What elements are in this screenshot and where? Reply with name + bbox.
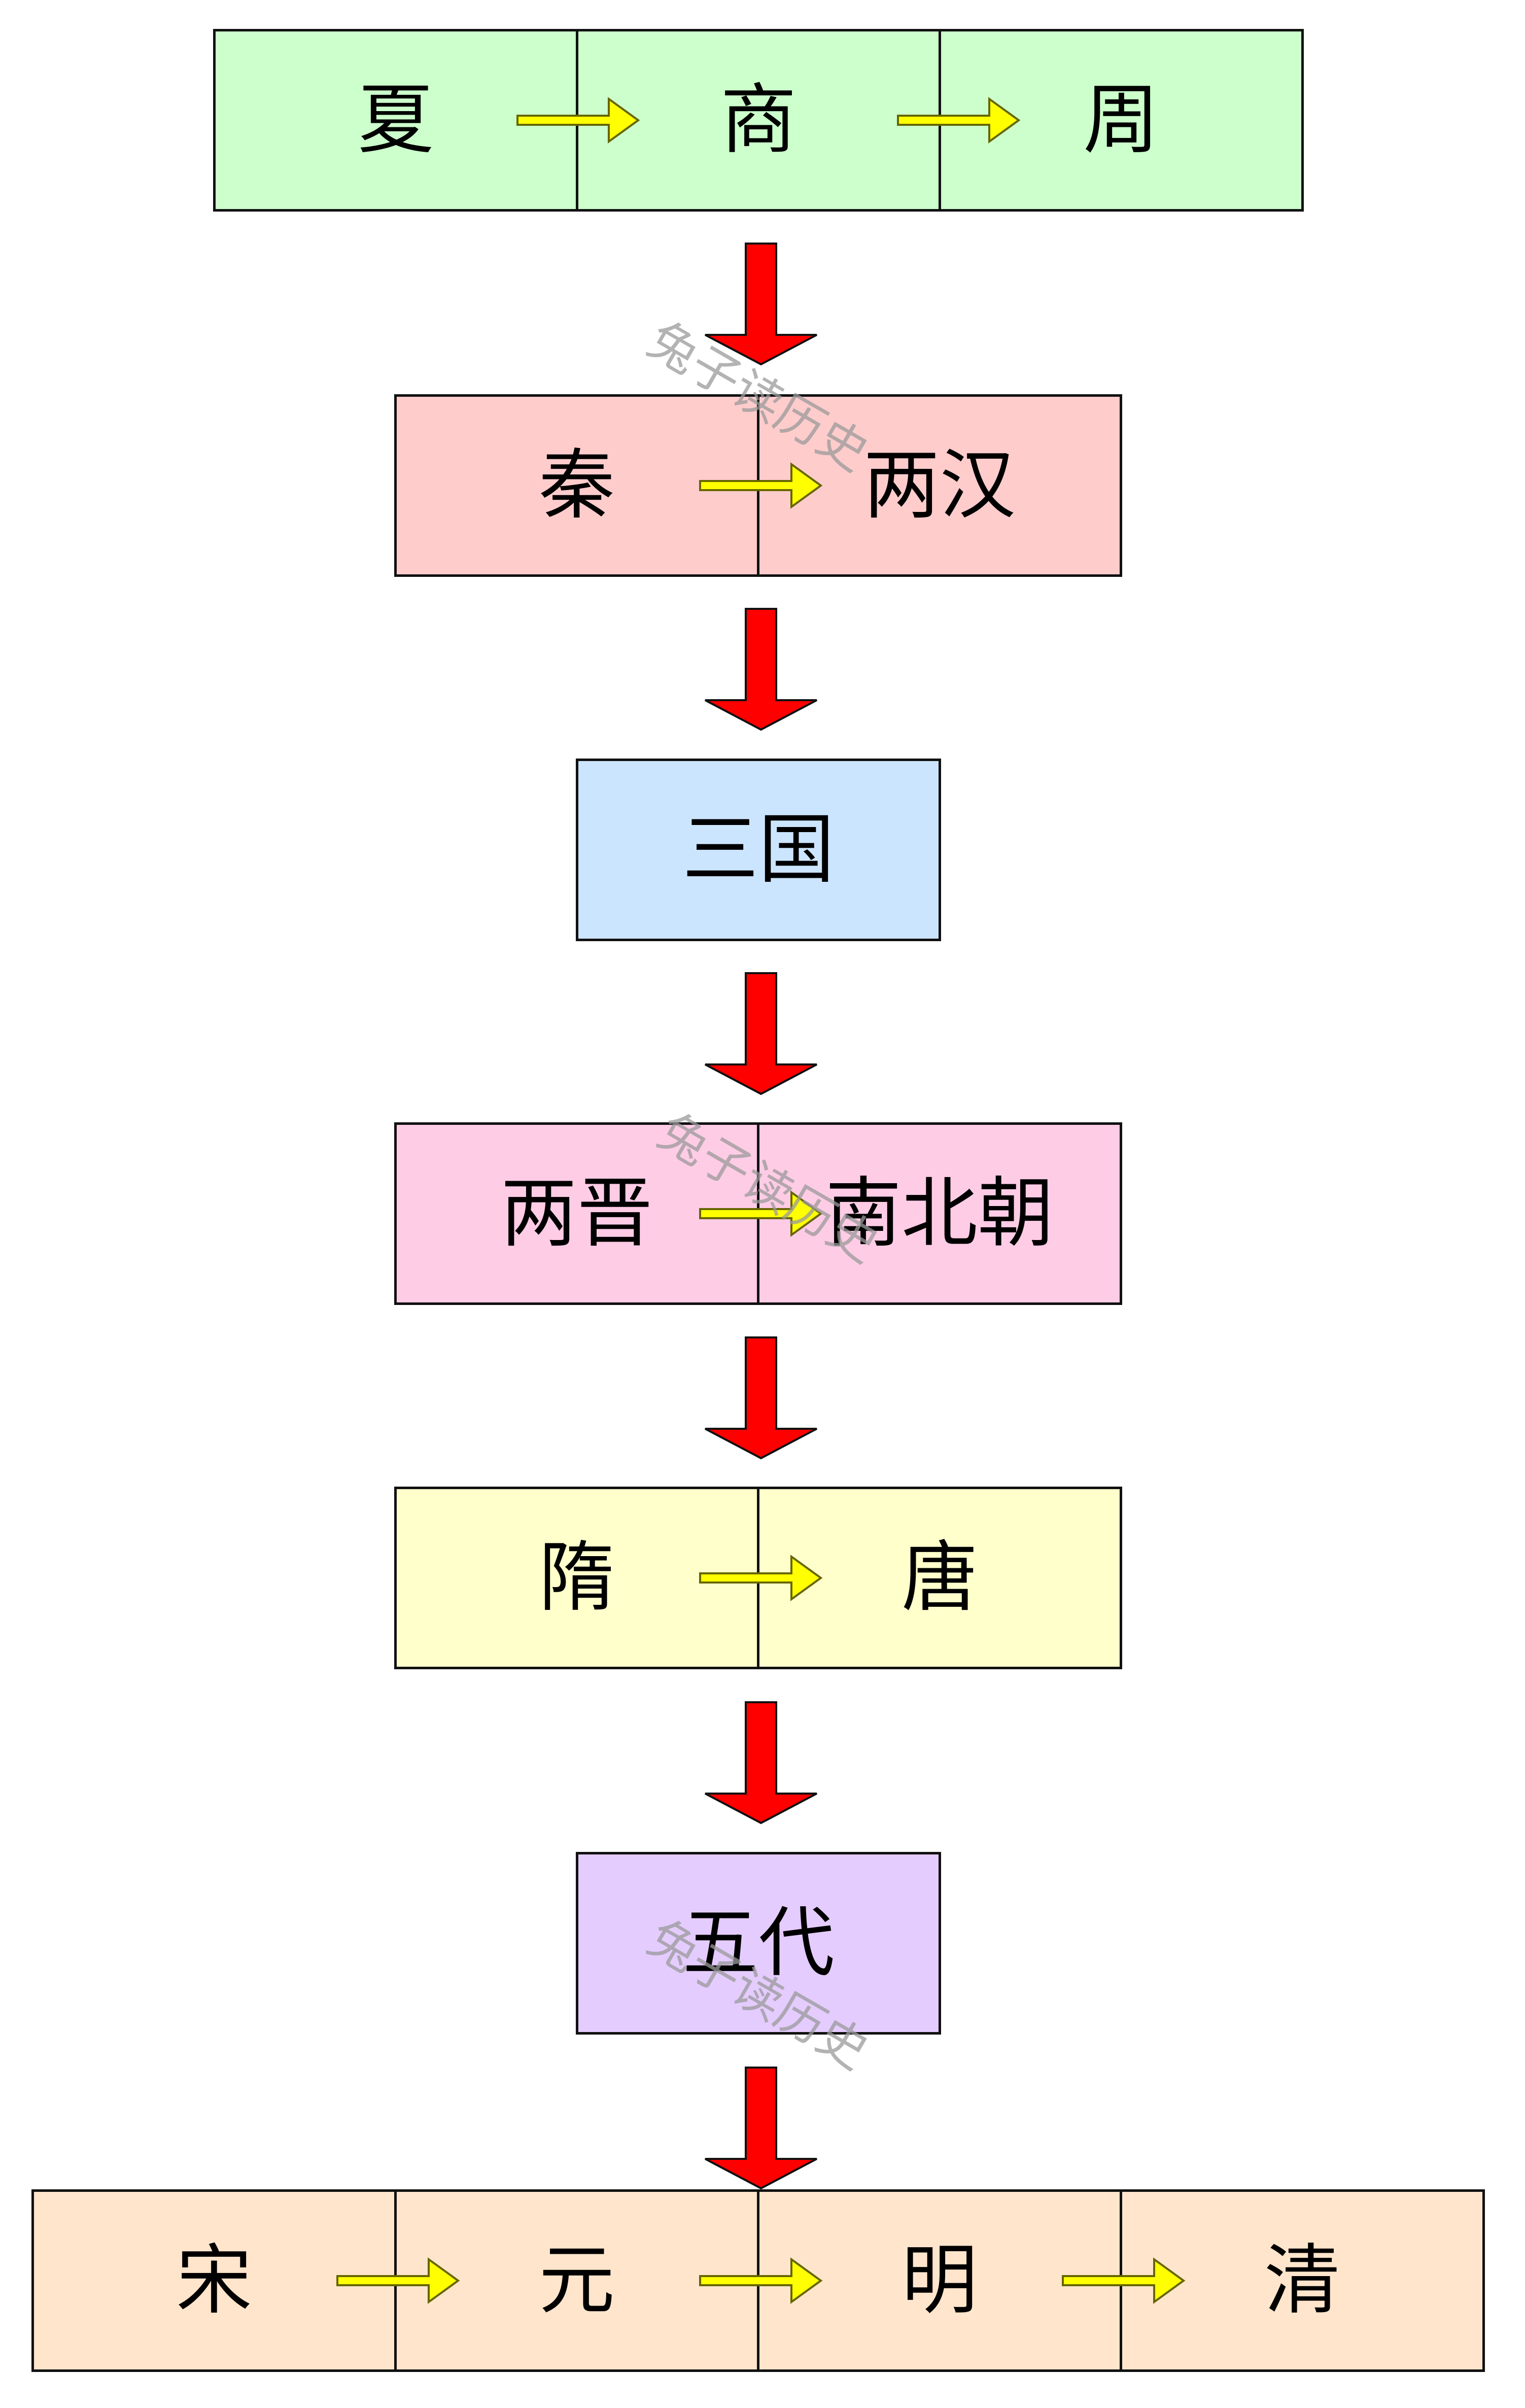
- right-arrow-ming-qing: [1062, 2257, 1186, 2304]
- box-qin: 秦: [394, 394, 759, 577]
- label-san-guo: 三国: [682, 806, 835, 894]
- box-liang-jin: 两晋: [394, 1122, 759, 1305]
- label-yuan: 元: [538, 2237, 615, 2325]
- right-arrow-sui-tang: [699, 1555, 823, 1601]
- down-arrow-5: [705, 1701, 817, 1825]
- label-song: 宋: [176, 2237, 252, 2325]
- label-ming: 明: [901, 2237, 978, 2325]
- right-arrow-jin-nanbei: [699, 1190, 823, 1237]
- down-arrow-4: [705, 1336, 817, 1460]
- label-tang: 唐: [901, 1534, 978, 1622]
- label-shang: 商: [720, 76, 796, 164]
- label-sui: 隋: [538, 1534, 615, 1622]
- right-arrows: [336, 97, 1186, 2304]
- down-arrow-6: [705, 2067, 817, 2190]
- right-arrow-shang-zhou: [897, 97, 1021, 144]
- label-wu-dai: 五代: [682, 1899, 835, 1987]
- watermark-3: 兔子读历史: [639, 1909, 878, 2080]
- right-arrow-yuan-ming: [699, 2257, 823, 2304]
- box-san-guo: 三国: [576, 759, 941, 941]
- right-arrow-xia-shang: [516, 97, 640, 144]
- label-zhou: 周: [1083, 76, 1159, 164]
- box-sui: 隋: [394, 1487, 759, 1669]
- right-arrow-song-yuan: [336, 2257, 460, 2304]
- label-nan-bei-chao: 南北朝: [825, 1169, 1054, 1258]
- down-arrow-2: [705, 608, 817, 731]
- label-qing: 清: [1264, 2237, 1340, 2325]
- label-xia: 夏: [357, 76, 434, 164]
- box-wu-dai: 五代: [576, 1852, 941, 2035]
- label-liang-jin: 两晋: [500, 1169, 653, 1258]
- label-liang-han: 两汉: [863, 441, 1016, 530]
- box-yuan: 元: [394, 2189, 759, 2372]
- box-shang: 商: [576, 29, 941, 212]
- down-arrow-1: [705, 243, 817, 366]
- down-arrows: [705, 243, 817, 2190]
- box-song: 宋: [31, 2189, 397, 2372]
- watermark-2: 兔子读历史: [649, 1103, 888, 1274]
- label-qin: 秦: [538, 441, 615, 530]
- down-arrow-3: [705, 972, 817, 1095]
- right-arrow-qin-han: [699, 462, 823, 509]
